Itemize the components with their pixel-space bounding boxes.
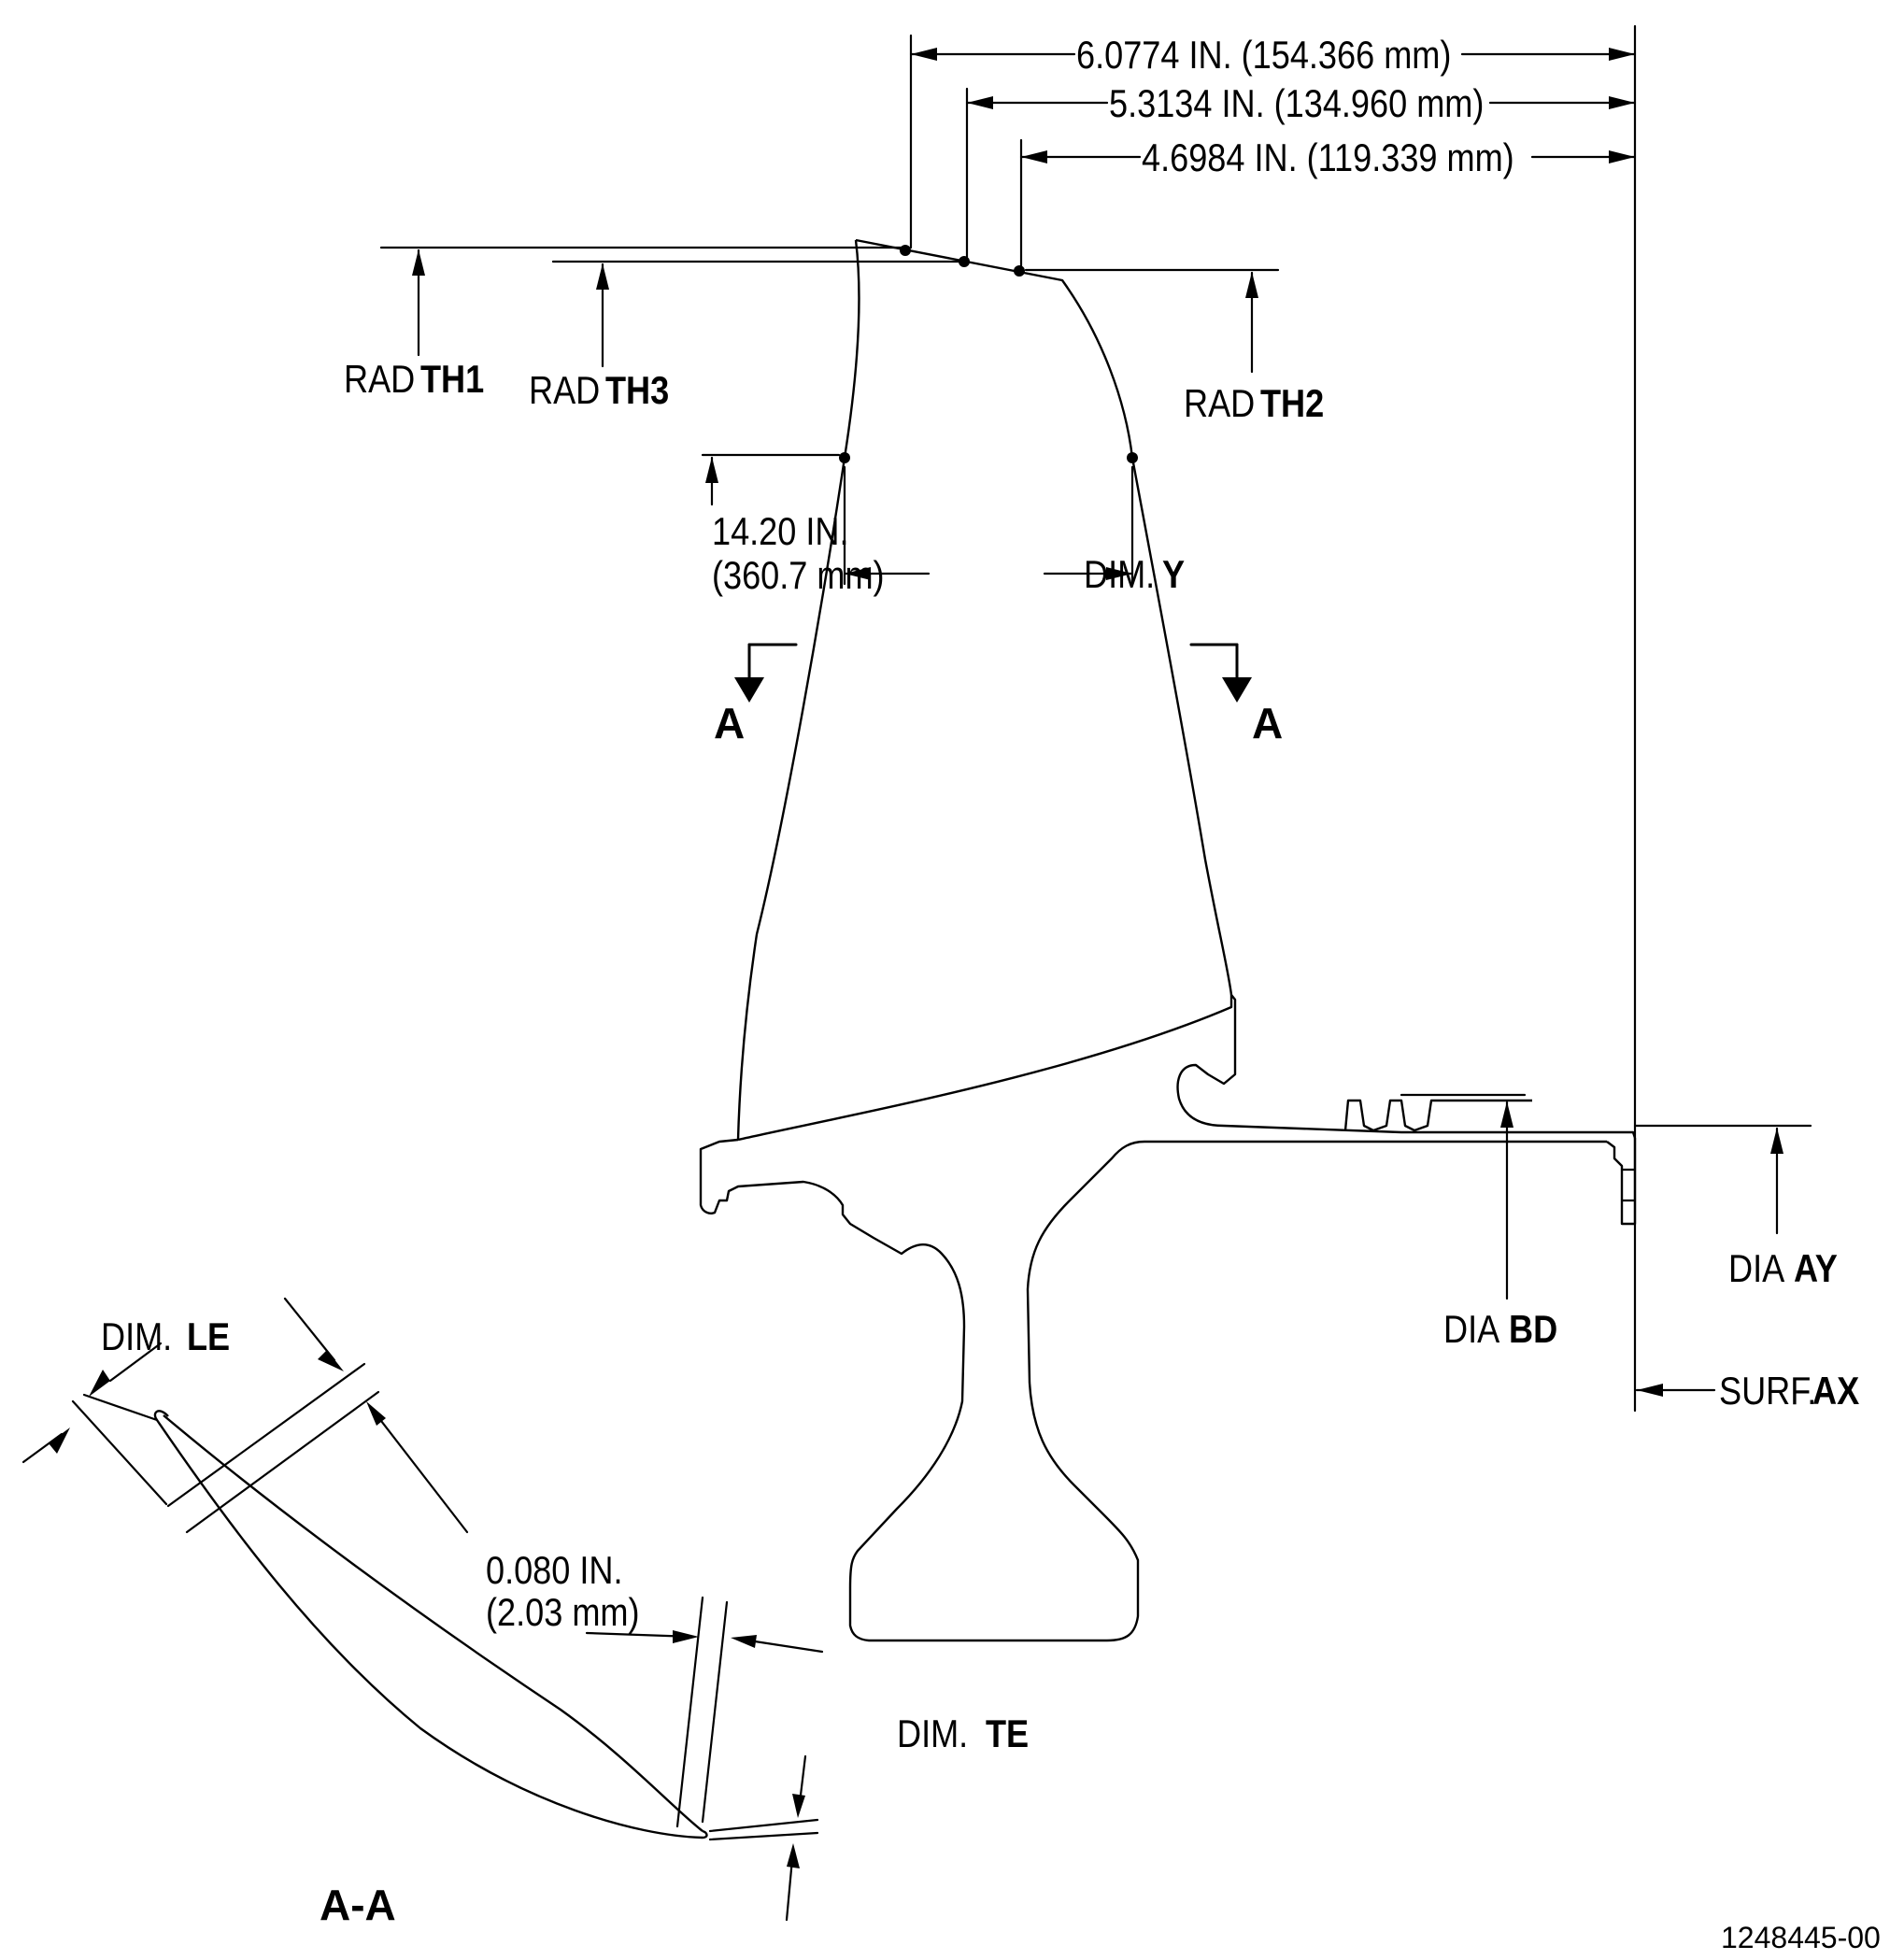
section-marker-right-label: A <box>1252 699 1283 747</box>
seal-teeth <box>1343 1099 1532 1132</box>
dia-ay-code: AY <box>1794 1248 1838 1291</box>
section-view-title: A-A <box>320 1881 396 1929</box>
dim-y-dimension <box>843 465 1134 586</box>
dim-y-code: Y <box>1162 554 1185 597</box>
figure-number: 1248445-00 <box>1721 1921 1881 1954</box>
dim-le-prefix: DIM. <box>101 1316 172 1359</box>
section-airfoil-outer <box>156 1419 703 1839</box>
height-label-in: 14.20 IN. <box>712 511 849 554</box>
dim-y-point-left <box>839 452 850 463</box>
dim-te-dimension <box>585 1596 824 1922</box>
rad-th1-code: TH1 <box>420 359 484 402</box>
dia-bd-prefix: DIA <box>1443 1309 1500 1352</box>
dim-te-code: TE <box>986 1713 1029 1756</box>
blade-platform <box>737 993 1637 1142</box>
rad-th3-leader <box>596 263 609 368</box>
tip-point-1 <box>900 245 911 256</box>
dimension-4-6984-label: 4.6984 IN. (119.339 mm) <box>1142 137 1514 180</box>
blade-leading-edge <box>736 239 860 1141</box>
rad-th1-prefix: RAD <box>344 359 415 402</box>
thickness-label-in: 0.080 IN. <box>486 1550 623 1593</box>
dimension-6-0774: 6.0774 IN. (154.366 mm) <box>909 35 1637 249</box>
dimension-6-0774-label: 6.0774 IN. (154.366 mm) <box>1076 35 1451 78</box>
surf-ax-code: AX <box>1812 1371 1859 1413</box>
section-marker-left-label: A <box>714 699 745 747</box>
thickness-dimension <box>166 1297 469 1534</box>
thickness-label-mm: (2.03 mm) <box>486 1592 640 1635</box>
dimension-5-3134: 5.3134 IN. (134.960 mm) <box>965 83 1637 259</box>
section-trailing-edge <box>702 1829 708 1839</box>
dia-ay-leader <box>1770 1127 1783 1235</box>
section-marker-right <box>1189 643 1252 703</box>
dimension-4-6984: 4.6984 IN. (119.339 mm) <box>1019 137 1637 273</box>
rad-th2-leader <box>1245 271 1258 374</box>
dia-bd-code: BD <box>1509 1309 1557 1352</box>
blade-airfoil-outline <box>855 238 1233 996</box>
surf-ax-leader <box>1635 1384 1716 1397</box>
dim-y-point-right <box>1127 452 1138 463</box>
section-marker-left <box>734 643 798 703</box>
dim-le-dimension <box>21 1342 168 1506</box>
dia-bd-leader <box>1500 1101 1513 1300</box>
dimension-5-3134-label: 5.3134 IN. (134.960 mm) <box>1109 83 1484 126</box>
tip-point-2 <box>959 256 970 267</box>
rad-th3-prefix: RAD <box>529 370 600 413</box>
dim-te-prefix: DIM. <box>897 1713 968 1756</box>
tip-point-3 <box>1014 265 1025 277</box>
rad-th2-code: TH2 <box>1260 383 1324 426</box>
dim-y-prefix: DIM. <box>1084 554 1155 597</box>
section-leading-edge <box>153 1410 169 1421</box>
platform-right-lip <box>1606 1138 1637 1226</box>
surf-ax-prefix: SURF. <box>1719 1371 1816 1413</box>
rad-th3-code: TH3 <box>605 370 669 413</box>
rad-th1-leader <box>412 249 425 357</box>
dia-ay-prefix: DIA <box>1728 1248 1785 1291</box>
section-airfoil-inner <box>163 1414 703 1832</box>
platform-lower <box>699 1138 1607 1642</box>
dim-le-code: LE <box>187 1316 230 1359</box>
rad-th2-prefix: RAD <box>1184 383 1255 426</box>
height-dimension <box>701 453 841 506</box>
